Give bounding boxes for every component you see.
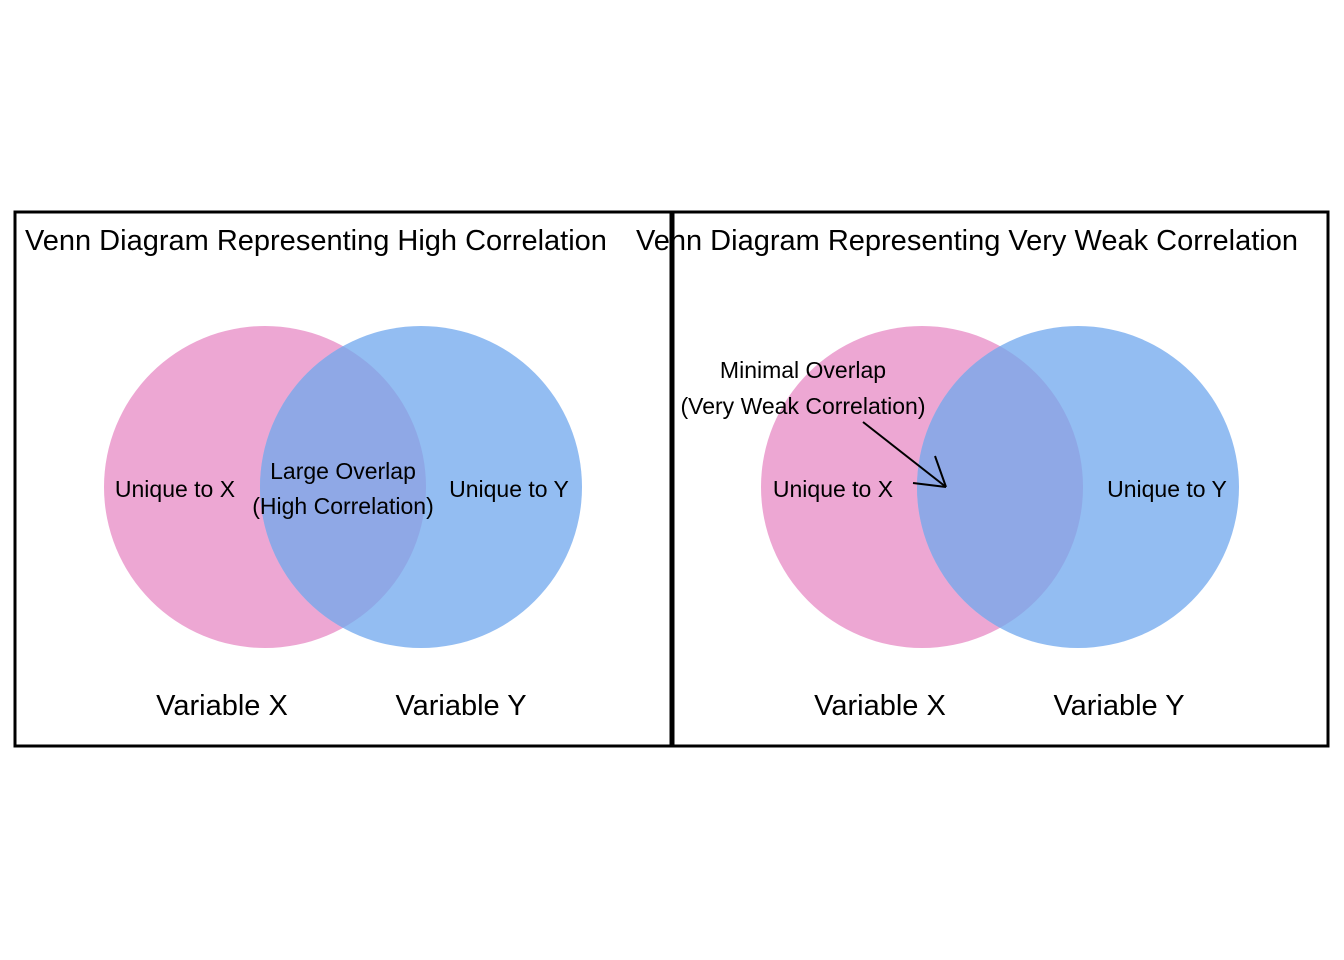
label-unique-y: Unique to Y (1107, 476, 1227, 502)
label-unique-x: Unique to X (773, 476, 893, 502)
label-overlap-1: Large Overlap (270, 458, 416, 484)
label-variable-x: Variable X (156, 690, 288, 722)
panel-title-high: Venn Diagram Representing High Correlati… (25, 225, 607, 257)
label-overlap-2: (High Correlation) (252, 493, 434, 519)
panel-border (671, 210, 1330, 748)
label-unique-y: Unique to Y (449, 476, 569, 502)
panel-title-weak: Venn Diagram Representing Very Weak Corr… (636, 225, 1298, 257)
label-variable-y: Variable Y (1053, 690, 1184, 722)
annotation-line-1: Minimal Overlap (720, 357, 886, 383)
panel-weak-correlation: Unique to X Unique to Y Minimal Overlap … (671, 210, 1330, 748)
annotation-line-2: (Very Weak Correlation) (681, 393, 926, 419)
label-unique-x: Unique to X (115, 476, 235, 502)
overlap-region (917, 326, 1083, 648)
label-variable-x: Variable X (814, 690, 946, 722)
panel-high-correlation: Unique to X Unique to Y Large Overlap (H… (13, 210, 673, 748)
label-variable-y: Variable Y (395, 690, 526, 722)
annotation-arrow (862, 421, 947, 488)
panel-border (13, 210, 673, 748)
overlap-region (260, 326, 426, 648)
